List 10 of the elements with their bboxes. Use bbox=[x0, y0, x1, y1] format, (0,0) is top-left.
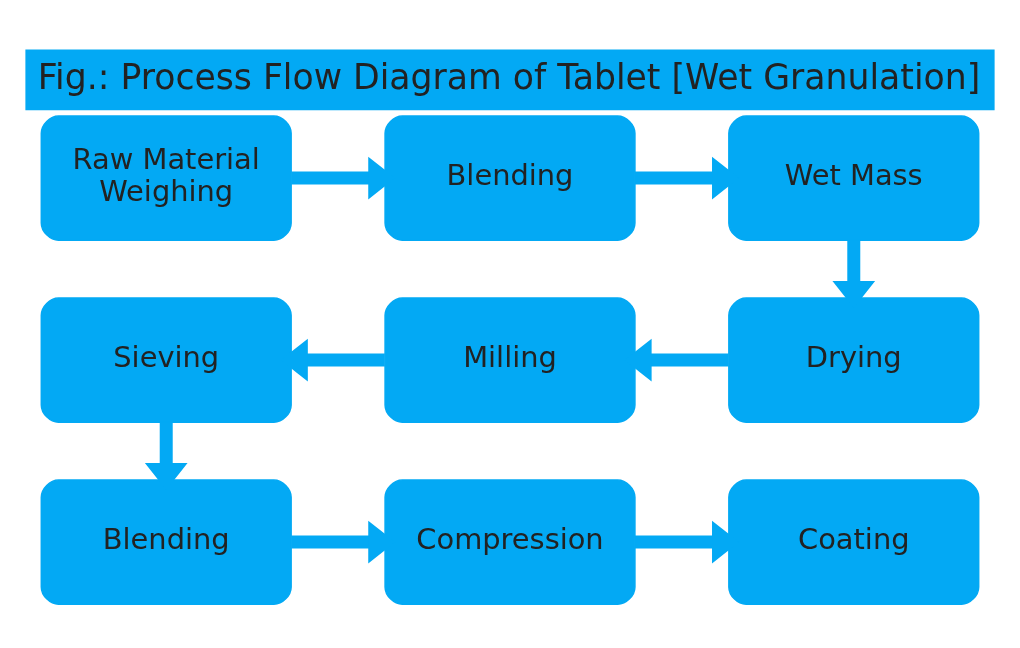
node-box: Milling bbox=[384, 297, 636, 423]
node-box: Compression bbox=[384, 479, 636, 605]
node-box: Blending bbox=[40, 479, 292, 605]
node-box: Blending bbox=[384, 115, 636, 241]
node-box: Drying bbox=[728, 297, 980, 423]
node-box: Coating bbox=[728, 479, 980, 605]
node-box: Wet Mass bbox=[728, 115, 980, 241]
node-box: Sieving bbox=[40, 297, 292, 423]
diagram-title: Fig.: Process Flow Diagram of Tablet [Wet Granulation] bbox=[37, 56, 981, 97]
node-box: Raw Material Weighing bbox=[40, 115, 292, 241]
